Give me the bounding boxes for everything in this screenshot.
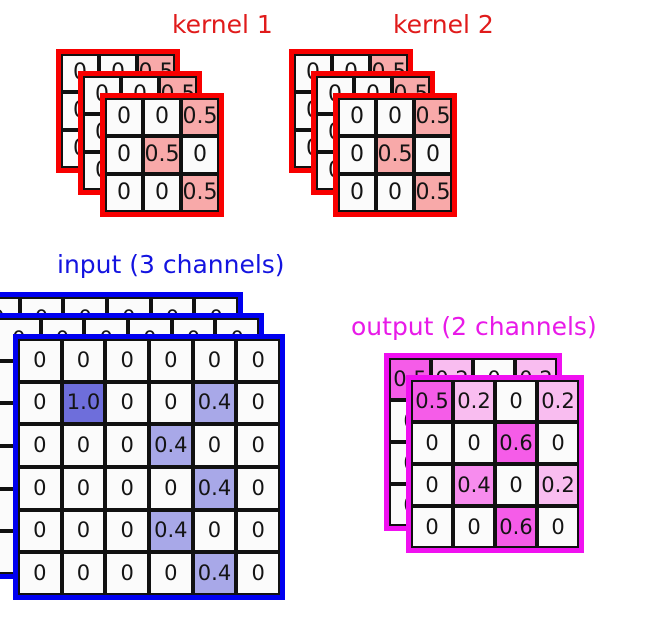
input-cell: 0 [18, 381, 62, 425]
input-cell: 0.4 [192, 467, 237, 510]
input-cell: 0 [192, 509, 237, 553]
input-cell: 0 [18, 552, 62, 595]
kernel2-cell: 0 [338, 136, 376, 174]
kernel1-cell: 0 [105, 136, 143, 174]
output-cell: 0 [453, 422, 495, 464]
output-cell: 0 [411, 464, 453, 506]
kernel2-cell: 0.5 [376, 136, 414, 174]
kernel1-cell: 0 [105, 98, 143, 136]
output-cell: 0 [411, 506, 453, 548]
input-cell: 0 [236, 552, 280, 595]
input-cell: 0 [18, 339, 62, 382]
input-cell: 0 [61, 552, 106, 595]
kernel2-cell: 0.5 [414, 174, 452, 212]
kernel1-cell: 0.5 [181, 98, 219, 136]
kernel2-cell: 0 [338, 174, 376, 212]
input-cell: 0 [236, 339, 280, 382]
output-cell: 0.6 [495, 506, 537, 548]
input-cell: 0 [149, 467, 193, 510]
kernel-2-title: kernel 2 [393, 10, 494, 39]
kernel2-cell: 0 [376, 98, 414, 136]
output-cell: 0 [495, 380, 537, 422]
kernel2-cell: 0 [338, 98, 376, 136]
input-cell: 1.0 [61, 381, 106, 425]
input-cell: 0 [105, 381, 149, 425]
output-cell: 0.6 [495, 422, 537, 464]
kernel1-cell: 0 [181, 136, 219, 174]
input-cell: 0 [192, 424, 237, 467]
input-cell: 0 [105, 424, 149, 467]
input-cell: 0 [149, 339, 193, 382]
output-cell: 0.2 [537, 464, 579, 506]
kernel1-cell: 0 [105, 174, 143, 212]
input-cell: 0.4 [149, 509, 193, 553]
input-cell: 0.4 [192, 381, 237, 425]
kernel2-cell: 0 [376, 174, 414, 212]
input-cell: 0 [149, 381, 193, 425]
input-cell: 0 [18, 424, 62, 467]
input-cell: 0 [236, 509, 280, 553]
input-cell: 0 [61, 509, 106, 553]
input-cell: 0 [61, 467, 106, 510]
output-cell: 0 [453, 506, 495, 548]
input-cell: 0 [18, 509, 62, 553]
output-cell: 0.5 [411, 380, 453, 422]
input-cell: 0 [192, 339, 237, 382]
input-title: input (3 channels) [57, 250, 285, 279]
output-cell: 0 [411, 422, 453, 464]
kernel2-cell: 0.5 [414, 98, 452, 136]
output-cell: 0 [537, 506, 579, 548]
input-cell: 0 [61, 339, 106, 382]
input-cell: 0 [236, 381, 280, 425]
input-cell: 0 [236, 424, 280, 467]
input-cell: 0 [236, 467, 280, 510]
input-cell: 0.4 [149, 424, 193, 467]
input-cell: 0 [149, 552, 193, 595]
input-cell: 0 [105, 509, 149, 553]
input-cell: 0 [18, 467, 62, 510]
output-cell: 0 [537, 422, 579, 464]
input-cell: 0 [105, 467, 149, 510]
input-cell: 0 [105, 552, 149, 595]
input-cell: 0 [105, 339, 149, 382]
input-cell: 0 [61, 424, 106, 467]
input-cell: 0.4 [192, 552, 237, 595]
kernel1-cell: 0 [143, 98, 181, 136]
kernel2-cell: 0 [414, 136, 452, 174]
kernel1-cell: 0.5 [181, 174, 219, 212]
output-cell: 0.4 [453, 464, 495, 506]
output-title: output (2 channels) [351, 312, 597, 341]
kernel1-cell: 0 [143, 174, 181, 212]
kernel1-cell: 0.5 [143, 136, 181, 174]
output-cell: 0 [495, 464, 537, 506]
output-cell: 0.2 [453, 380, 495, 422]
kernel-1-title: kernel 1 [172, 10, 273, 39]
output-cell: 0.2 [537, 380, 579, 422]
